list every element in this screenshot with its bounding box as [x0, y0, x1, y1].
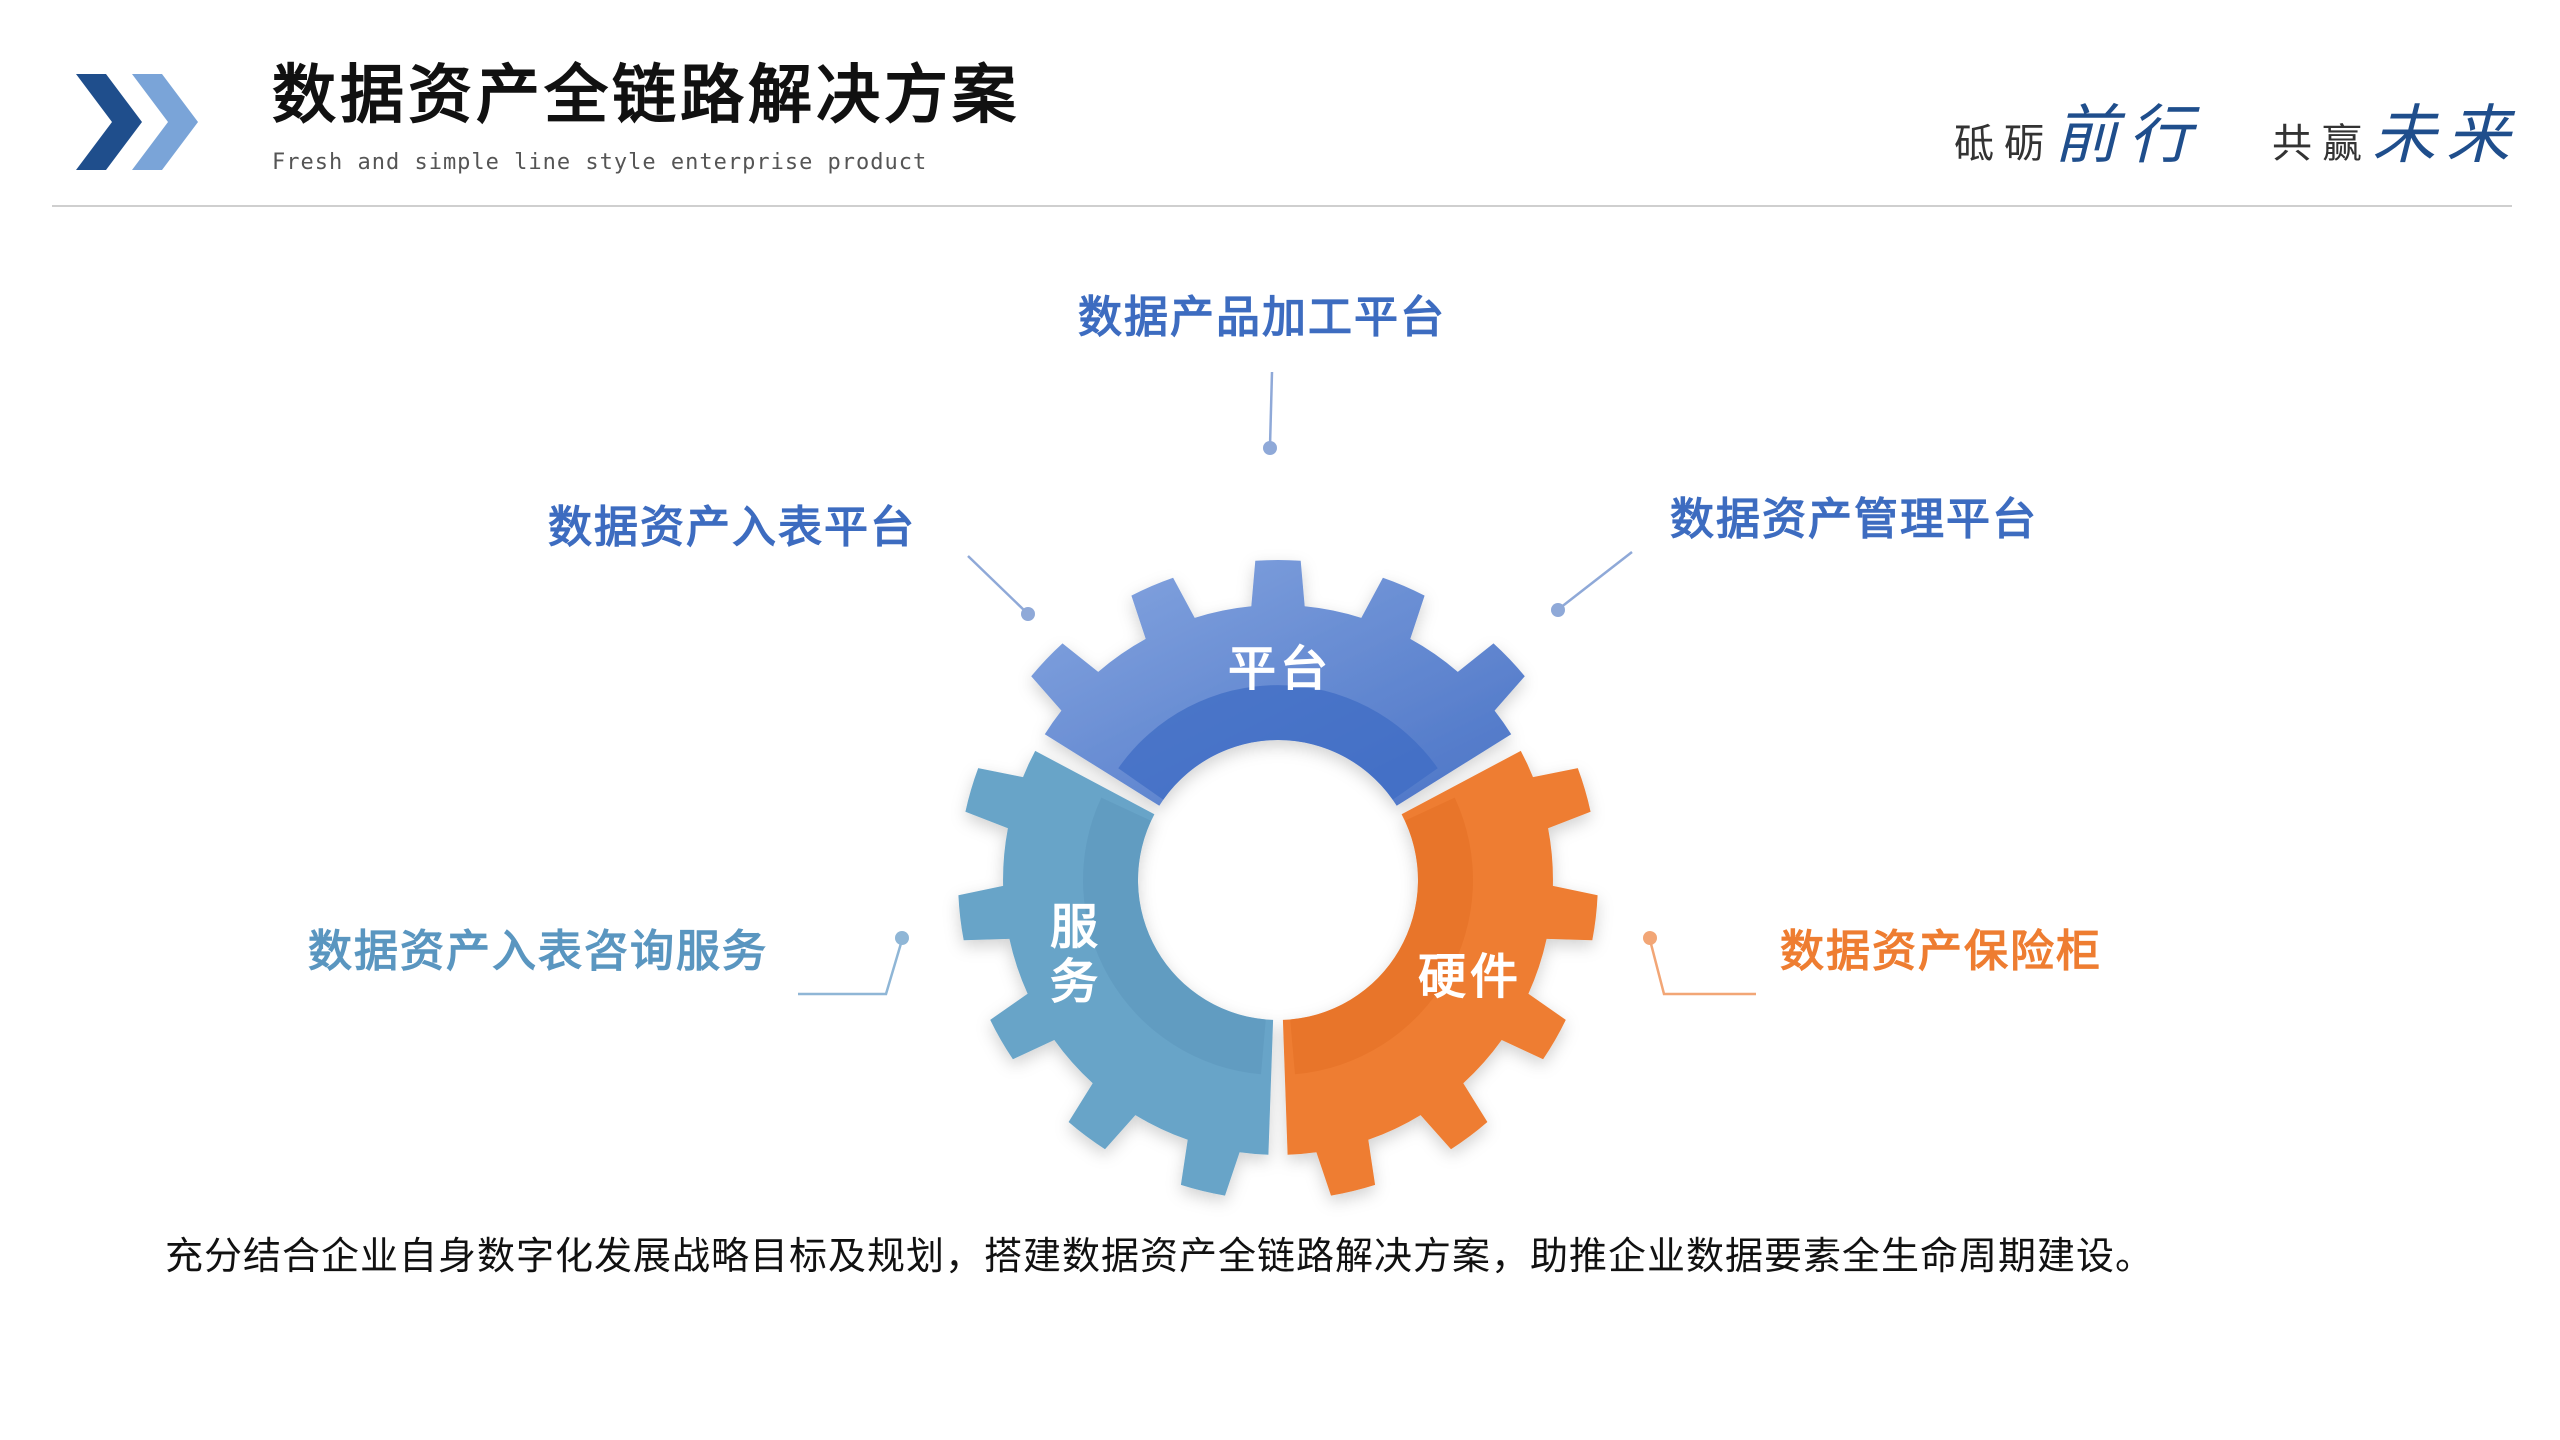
- gear-hardware-inner-band: [1290, 797, 1473, 1075]
- callout-listing-platform: 数据资产入表平台: [548, 502, 916, 553]
- gear-platform-label: 平台: [1228, 641, 1333, 697]
- slogan-part2-plain: 共赢: [2272, 121, 2372, 167]
- callout-product-platform: 数据产品加工平台: [1078, 292, 1446, 343]
- gear-platform-inner-band: [1118, 685, 1438, 800]
- header-divider: [52, 205, 2512, 207]
- gear-service-label: 服 务: [1050, 899, 1103, 1011]
- gear-service-label-line1: 服: [1050, 899, 1103, 955]
- page-title: 数据资产全链路解决方案: [272, 59, 1020, 133]
- callout-consulting-service: 数据资产入表咨询服务: [308, 926, 768, 977]
- chevron-right-icon: [76, 74, 198, 170]
- leader-lines: [798, 371, 1756, 996]
- slogan-part2-fancy: 未来: [2372, 99, 2520, 173]
- slogan-part1-plain: 砥砺: [1954, 121, 2054, 167]
- gear-service-label-line2: 务: [1050, 954, 1103, 1011]
- callout-management-platform: 数据资产管理平台: [1670, 494, 2038, 545]
- gear-service-inner-band: [1083, 797, 1266, 1075]
- description-text: 充分结合企业自身数字化发展战略目标及规划，搭建数据资产全链路解决方案，助推企业数…: [165, 1234, 2155, 1278]
- callout-safe-box: 数据资产保险柜: [1780, 926, 2102, 977]
- slogan-part1-fancy: 前行: [2054, 99, 2202, 173]
- page-subtitle: Fresh and simple line style enterprise p…: [272, 150, 928, 175]
- slogan: 砥砺 前行 共赢 未来: [1954, 84, 2520, 173]
- gear-hardware-label: 硬件: [1418, 949, 1523, 1005]
